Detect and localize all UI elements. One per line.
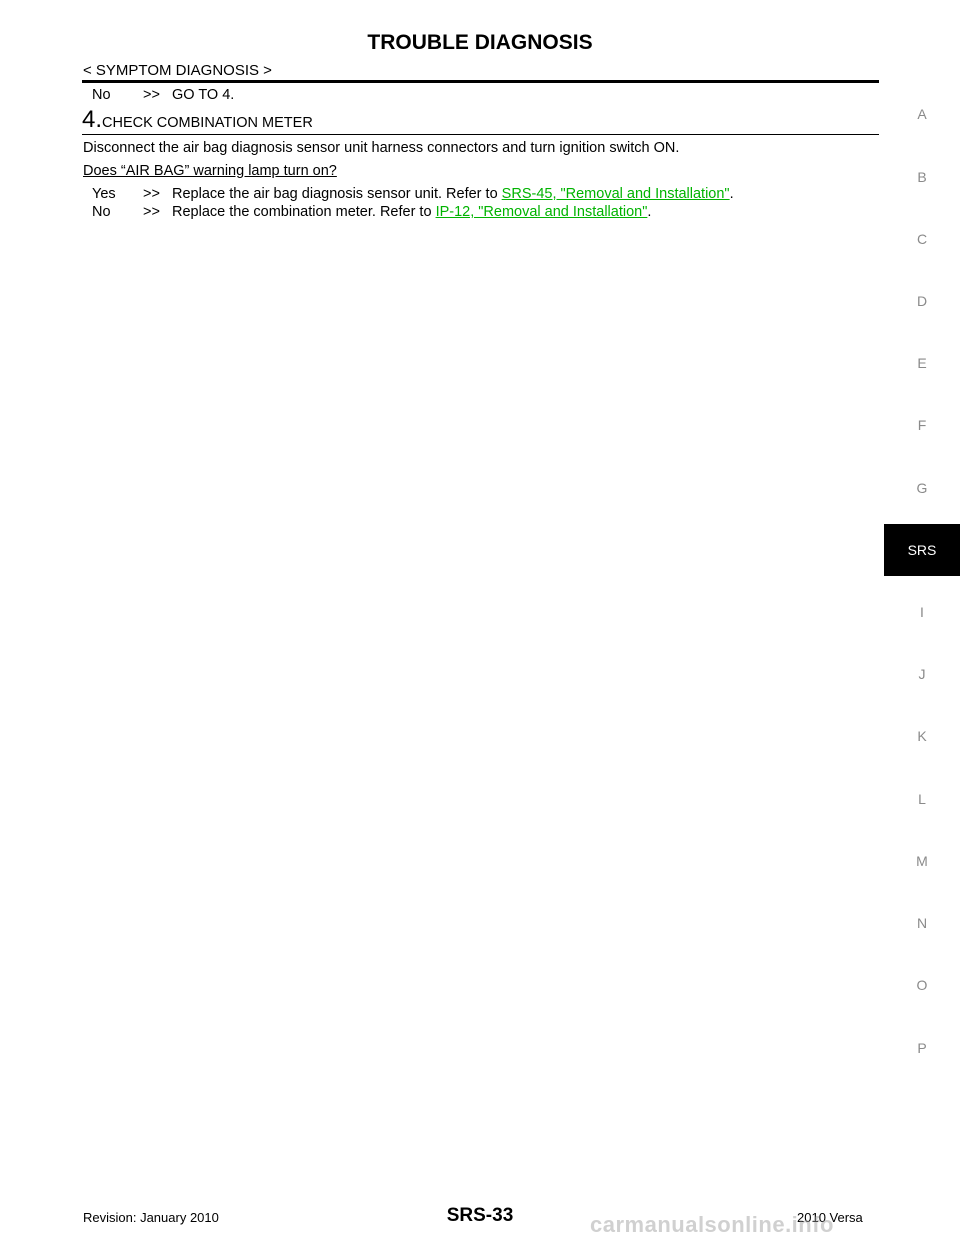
answer-key: No [92,87,111,103]
tab-e[interactable]: E [917,355,927,371]
reference-link-srs-45[interactable]: SRS-45, "Removal and Installation" [501,186,730,202]
answer-no: No >> Replace the combination meter. Refer… [92,203,651,221]
answer-yes: Yes >> Replace the air bag diagnosis senso… [92,185,734,203]
answer-key: No [92,204,111,220]
previous-answer: No >> GO TO 4. [92,86,234,104]
tab-f[interactable]: F [917,417,927,433]
answer-arrow: >> [143,87,160,103]
footer-page-number: SRS-33 [446,1205,514,1226]
tab-j[interactable]: J [918,666,926,682]
tab-g[interactable]: G [916,480,928,496]
step-instruction: Disconnect the air bag diagnosis sensor … [83,140,680,156]
step-heading: 4.CHECK COMBINATION METER [82,108,313,135]
tab-i[interactable]: I [920,604,924,620]
answer-text: GO TO 4. [172,87,235,103]
tab-b[interactable]: B [917,169,927,185]
footer-model: 2010 Versa [797,1210,863,1225]
answer-end: . [647,204,652,220]
tab-p[interactable]: P [917,1040,927,1056]
section-label: < SYMPTOM DIAGNOSIS > [83,62,272,79]
tab-c[interactable]: C [916,231,928,247]
answer-arrow: >> [143,204,160,220]
tab-o[interactable]: O [916,977,928,993]
answer-end: . [729,186,734,202]
tab-a[interactable]: A [917,106,927,122]
tab-k[interactable]: K [917,728,927,744]
tab-m[interactable]: M [916,853,928,869]
step-question: Does “AIR BAG” warning lamp turn on? [83,163,337,179]
answer-key: Yes [92,186,116,202]
answer-arrow: >> [143,186,160,202]
tab-l[interactable]: L [918,791,926,807]
section-index-tabs: A B C D E F G SRS I J K L M N O P [884,0,960,1242]
reference-link-ip-12[interactable]: IP-12, "Removal and Installation" [435,204,648,220]
answer-text: Replace the combination meter. Refer to [172,204,436,220]
tab-d[interactable]: D [916,293,928,309]
watermark: carmanualsonline.info [590,1212,834,1237]
tab-n[interactable]: N [916,915,928,931]
answer-text: Replace the air bag diagnosis sensor uni… [172,186,502,202]
header-rule [82,80,879,83]
page-title: TROUBLE DIAGNOSIS [367,31,593,54]
step-title: CHECK COMBINATION METER [102,115,313,131]
tab-srs[interactable]: SRS [884,524,960,576]
step-rule [82,134,879,135]
footer-revision: Revision: January 2010 [83,1210,219,1225]
step-number: 4. [82,106,103,133]
